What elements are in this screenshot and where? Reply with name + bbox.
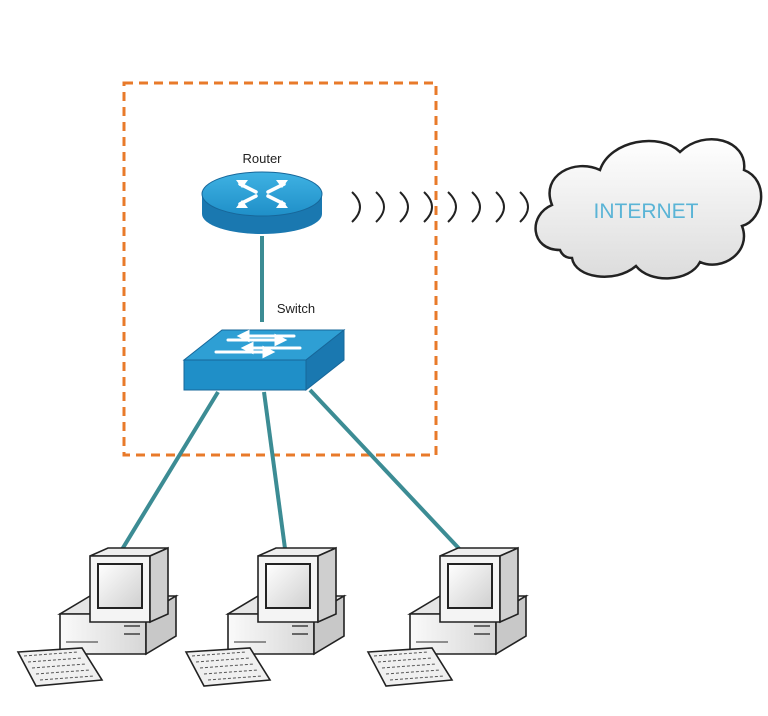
- computer-3-icon: [367, 547, 527, 687]
- link-switch-pc3: [308, 388, 468, 558]
- router-icon: [201, 171, 323, 234]
- internet-cloud-icon: [534, 137, 763, 280]
- link-switch-pc2: [262, 391, 288, 557]
- internet-label: INTERNET: [594, 200, 699, 223]
- switch-label: Switch: [277, 301, 315, 316]
- link-switch-pc1: [116, 390, 220, 558]
- switch-icon: [182, 328, 346, 392]
- wireless-link-icon: [351, 191, 529, 223]
- router-label: Router: [242, 151, 282, 166]
- network-boundary: [122, 81, 438, 457]
- links: [116, 236, 468, 558]
- computer-2-icon: [185, 547, 345, 687]
- computer-1-icon: [17, 547, 177, 687]
